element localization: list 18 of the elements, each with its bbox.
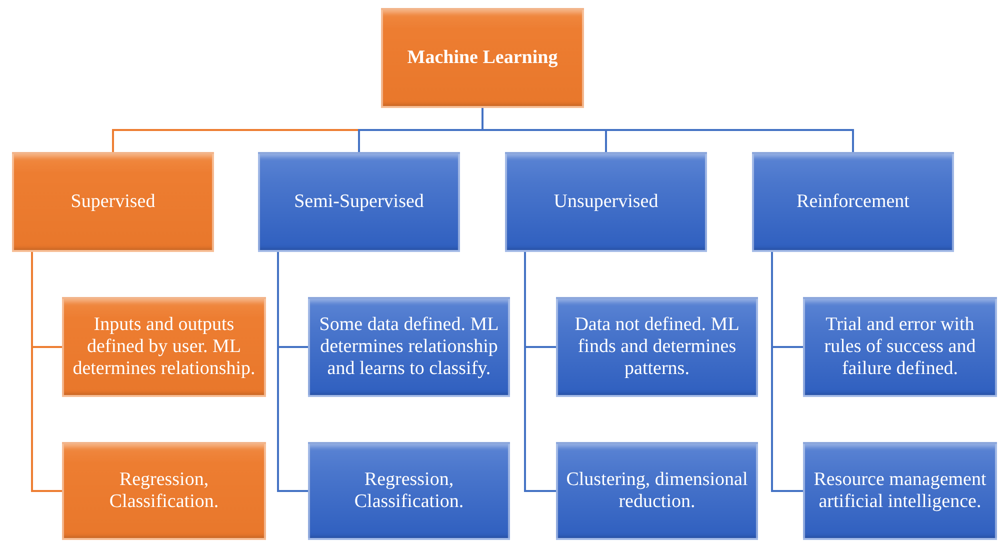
connector-line [771,252,803,492]
category-box: Reinforcement [752,152,954,252]
description-box: Regression, Classification. [62,442,266,540]
category-box: Unsupervised [505,152,707,252]
category-box: Supervised [12,152,214,252]
description-box: Resource management artificial intelligence. [803,442,997,540]
description-box: Inputs and outputs defined by user. ML determines relationship. [62,297,266,397]
description-box: Data not defined. ML finds and determines patterns. [556,297,758,397]
connector-line [277,252,308,492]
description-box: Clustering, dimensional reduction. [556,442,758,540]
description-box: Some data defined. ML determines relationship and learns to classify. [308,297,510,397]
connector-line [524,252,556,492]
description-box: Trial and error with rules of success and failure defined. [803,297,997,397]
description-box: Regression, Classification. [308,442,510,540]
connector-line [31,252,62,492]
title-box: Machine Learning [381,8,584,108]
category-box: Semi-Supervised [258,152,460,252]
connector-line [482,108,854,152]
